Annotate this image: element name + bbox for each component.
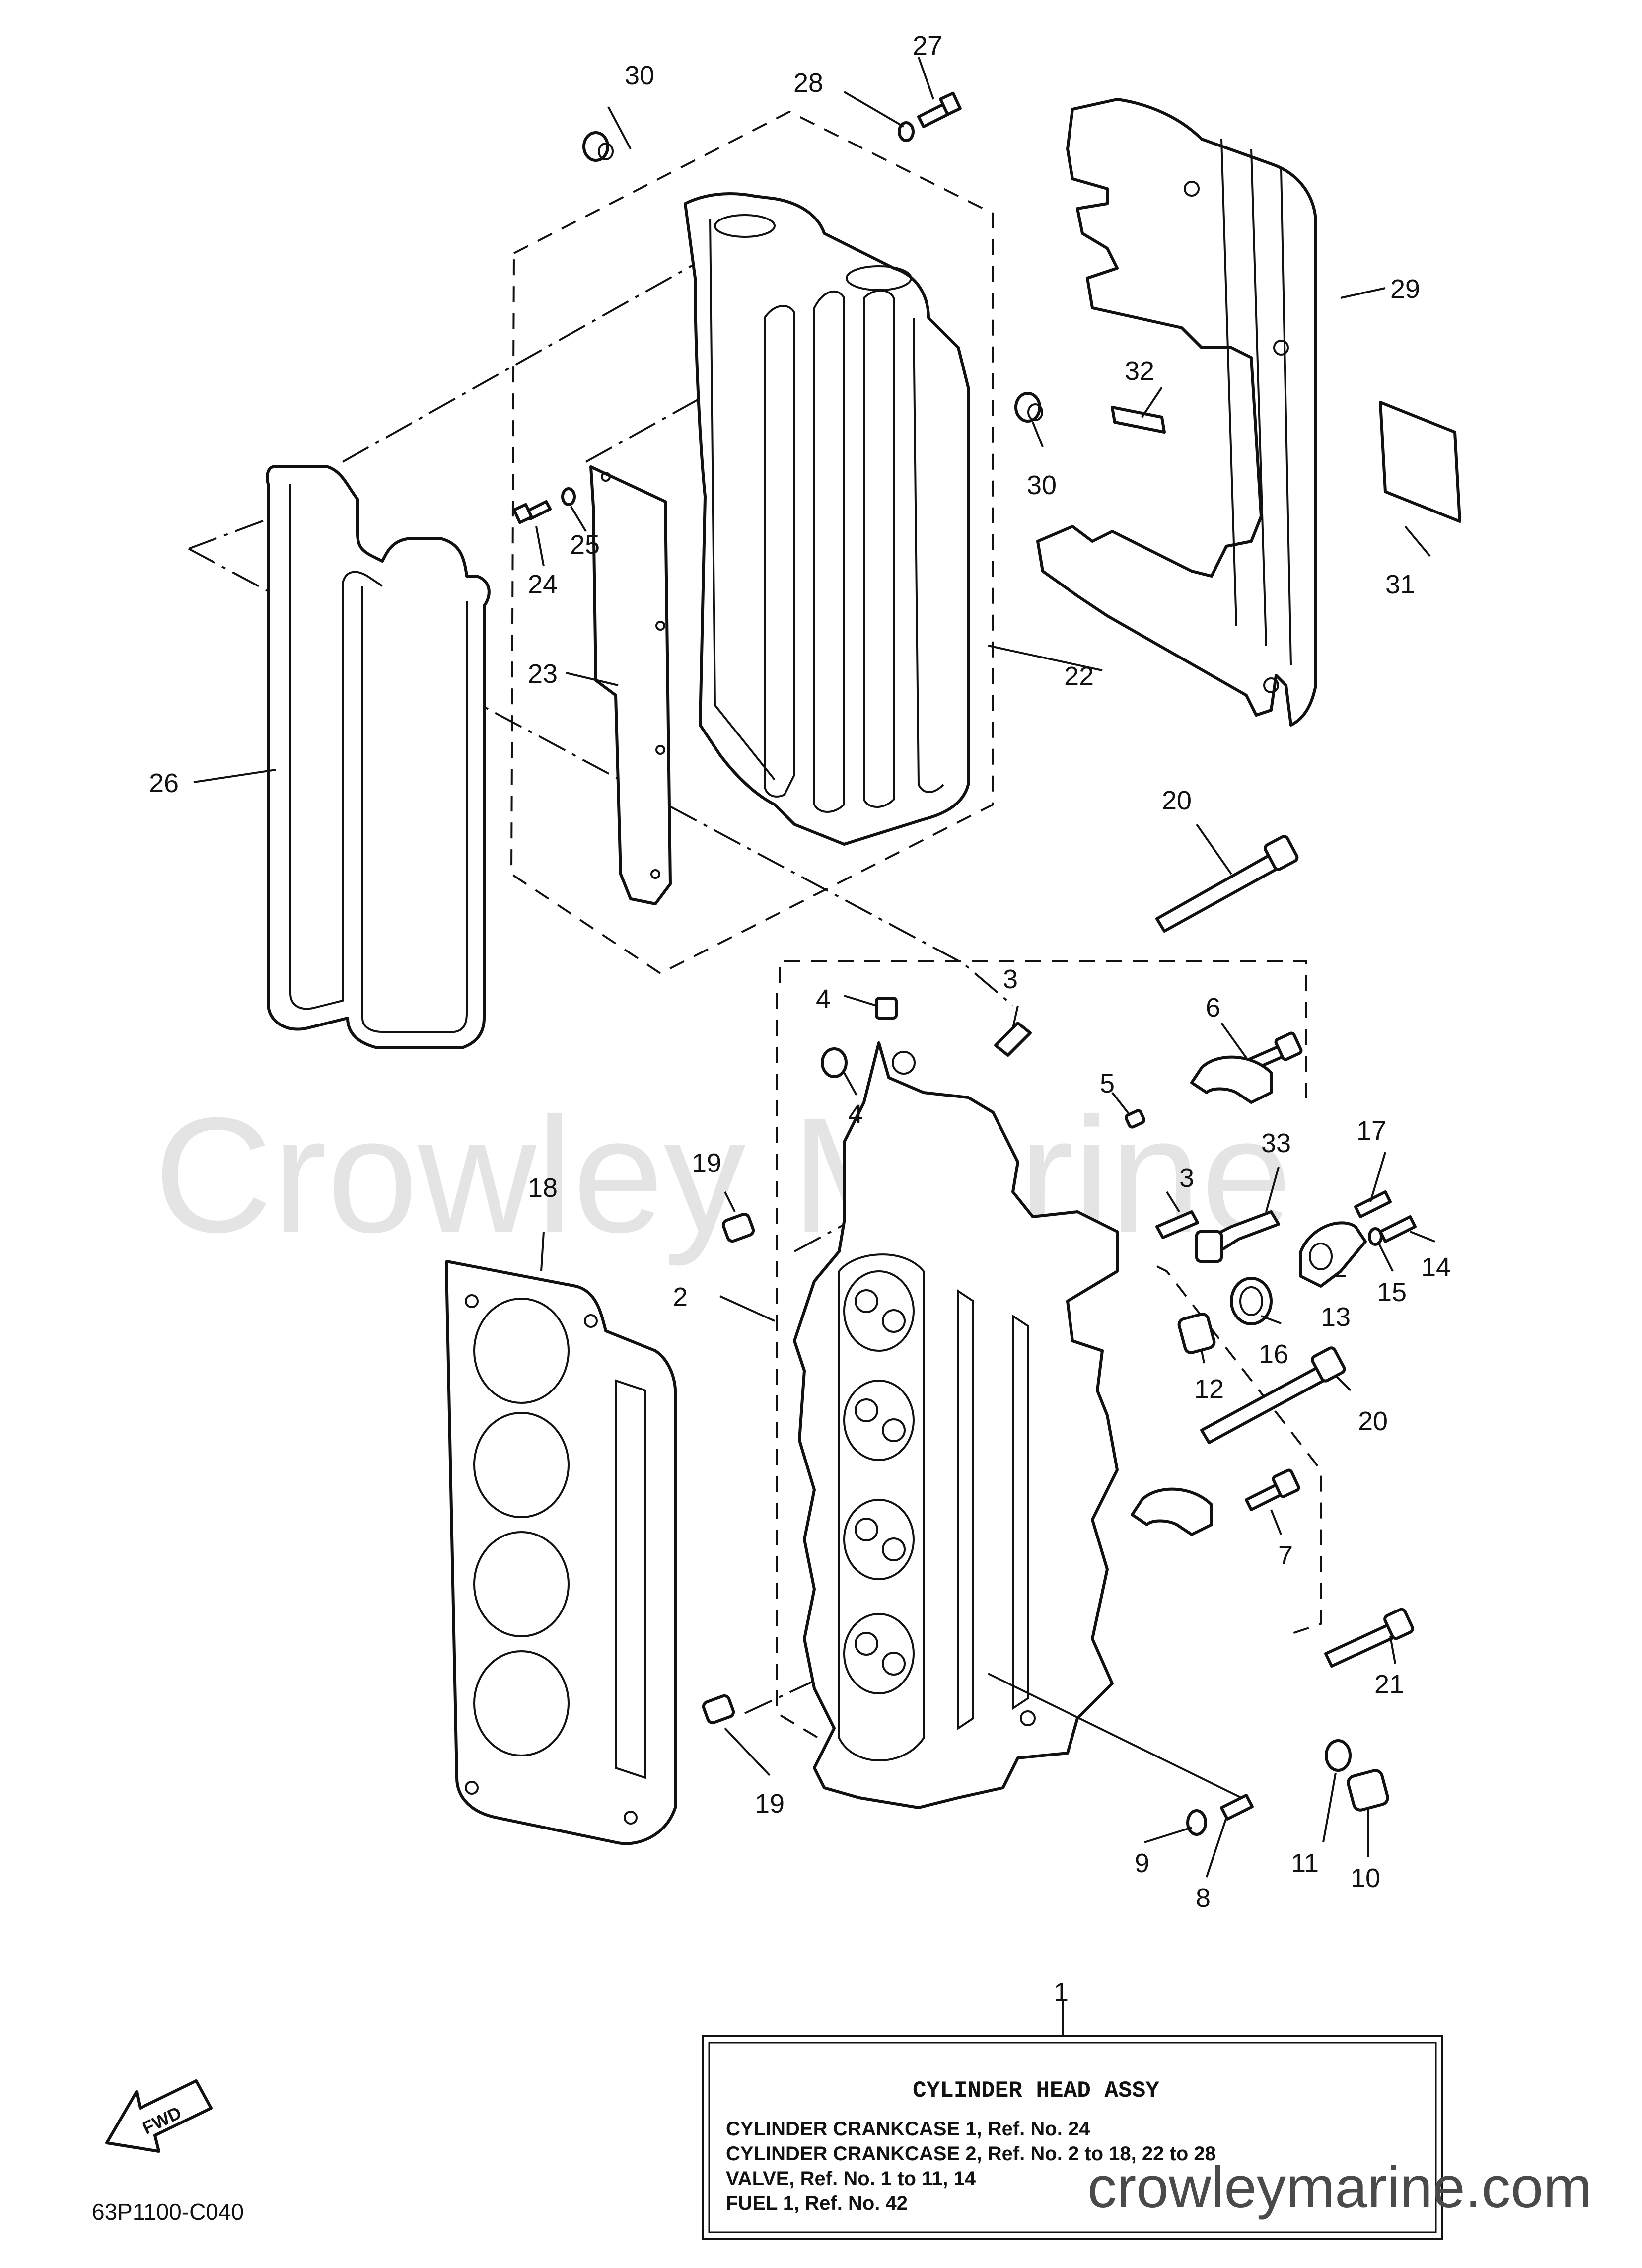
part-23-cover-plate (589, 465, 672, 905)
callout-32: 32 (1125, 356, 1154, 386)
callout-24: 24 (528, 570, 558, 599)
part-12-cap (1177, 1313, 1216, 1354)
part-19-dowel-top (721, 1212, 755, 1243)
part-33-fitting (1195, 1210, 1280, 1263)
callout-9: 9 (1135, 1848, 1149, 1878)
part-24-screw (512, 500, 552, 524)
part-10-drain-plug (1347, 1769, 1389, 1812)
callout-19-top: 19 (692, 1148, 721, 1178)
part-21-bolt (1324, 1608, 1414, 1668)
callout-14: 14 (1421, 1252, 1451, 1282)
part-3-pin-top (994, 1022, 1032, 1057)
callout-6: 6 (1206, 993, 1220, 1023)
part-31-label-plate (1379, 401, 1461, 523)
part-7-bracket (1131, 1487, 1213, 1536)
part-4-plug-top (875, 997, 898, 1020)
legend-frame-outer (702, 2035, 1443, 2240)
part-6-bracket (1190, 1055, 1273, 1104)
part-callouts: 1 2 3 3 4 4 5 6 7 8 9 10 11 12 13 14 15 … (149, 31, 1451, 2007)
dashed-group-boxes (510, 110, 1322, 1799)
part-26-cover-gasket (266, 465, 491, 1049)
legend-line: FUEL 1, Ref. No. 42 (726, 2193, 908, 2214)
part-3-pin-right (1155, 1210, 1199, 1239)
callout-19-bottom: 19 (755, 1789, 785, 1819)
part-14-bolt (1379, 1215, 1417, 1243)
assembly-legend: CYLINDER HEAD ASSY CYLINDER CRANKCASE 1,… (702, 2035, 1443, 2240)
part-30-grommet-right (1014, 392, 1043, 423)
part-20-long-bolt-mid (1200, 1346, 1346, 1444)
callout-12: 12 (1194, 1374, 1224, 1404)
callout-33: 33 (1261, 1128, 1291, 1158)
callout-25: 25 (570, 530, 600, 560)
callout-7: 7 (1278, 1540, 1293, 1570)
callout-15: 15 (1377, 1277, 1407, 1307)
part-8-bolt (1220, 1794, 1254, 1821)
callout-8: 8 (1196, 1883, 1211, 1913)
callout-22: 22 (1064, 661, 1094, 691)
callout-23: 23 (528, 659, 558, 689)
callout-17: 17 (1356, 1116, 1386, 1146)
callout-26: 26 (149, 768, 179, 798)
callout-3-top: 3 (1003, 964, 1018, 994)
callout-5: 5 (1100, 1069, 1115, 1098)
callout-13: 13 (1321, 1302, 1351, 1332)
forward-arrow: FWD (105, 2079, 213, 2153)
part-29-exhaust-cover (1036, 98, 1317, 727)
part-32-label-strip (1111, 406, 1166, 434)
part-18-head-gasket (445, 1260, 677, 1845)
callout-29: 29 (1390, 274, 1420, 304)
part-4-plug-left (821, 1047, 848, 1078)
part-15-washer (1368, 1227, 1383, 1246)
legend-line: CYLINDER CRANKCASE 2, Ref. No. 2 to 18, … (726, 2143, 1216, 2165)
legend-line: CYLINDER CRANKCASE 1, Ref. No. 24 (726, 2118, 1090, 2140)
callout-2: 2 (673, 1282, 688, 1312)
callout-30-top: 30 (625, 61, 654, 90)
part-7-bolt (1245, 1468, 1300, 1511)
callout-4-left: 4 (848, 1099, 863, 1129)
callout-20-top: 20 (1162, 786, 1192, 815)
part-22-head-cover (684, 192, 970, 846)
callout-3-right: 3 (1179, 1163, 1194, 1193)
callout-30-right: 30 (1027, 470, 1057, 500)
legend-title: CYLINDER HEAD ASSY (913, 2078, 1159, 2104)
callout-27: 27 (913, 31, 942, 61)
callout-21: 21 (1374, 1670, 1404, 1699)
legend-line: VALVE, Ref. No. 1 to 11, 14 (726, 2168, 976, 2190)
part-20-long-bolt-top (1155, 835, 1299, 933)
callout-20-mid: 20 (1358, 1406, 1388, 1436)
part-30-grommet-top (582, 131, 614, 162)
part-9-washer (1186, 1809, 1207, 1836)
callout-4-top: 4 (816, 984, 831, 1014)
part-16-thermostat (1230, 1277, 1273, 1325)
diagram-code: 63P1100-C040 (92, 2199, 244, 2225)
part-11-washer (1325, 1739, 1352, 1772)
legend-frame-inner (708, 2042, 1437, 2233)
part-13-thermostat-cover (1299, 1221, 1367, 1288)
part-25-washer (561, 487, 576, 506)
callout-1: 1 (1054, 1977, 1069, 2007)
callout-18: 18 (528, 1173, 558, 1203)
part-2-cylinder-head (793, 1041, 1119, 1809)
callout-28: 28 (793, 68, 823, 98)
callout-31: 31 (1385, 570, 1415, 599)
part-19-dowel-bottom (702, 1694, 735, 1725)
watermark-corner: crowleymarine.com (1087, 2155, 1592, 2220)
part-27-screw (917, 91, 962, 128)
part-5-pin (1124, 1109, 1146, 1129)
callout-10: 10 (1351, 1863, 1380, 1893)
callout-16: 16 (1259, 1339, 1288, 1369)
watermark-center: Crowley Marine (154, 1083, 1292, 1267)
part-17-bolt (1354, 1190, 1392, 1218)
callout-11: 11 (1291, 1848, 1319, 1878)
